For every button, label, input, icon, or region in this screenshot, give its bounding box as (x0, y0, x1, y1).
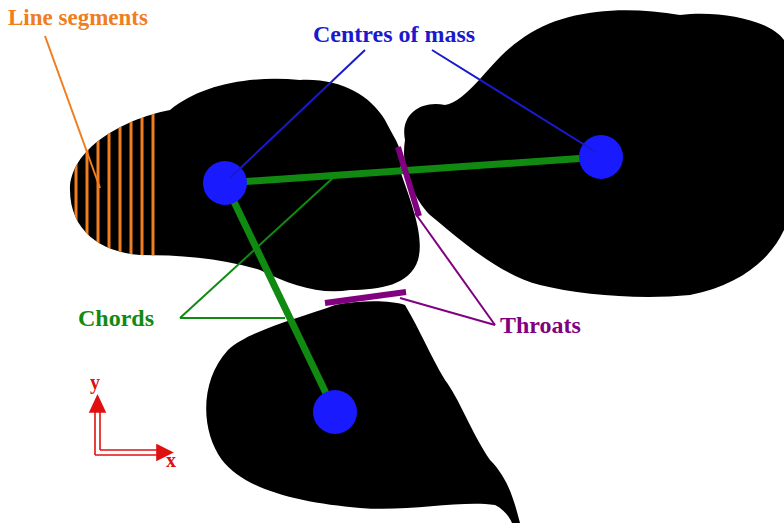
line-segment (141, 60, 144, 300)
centre-of-mass (313, 390, 357, 434)
pore-blob (404, 10, 784, 297)
throat (398, 147, 419, 216)
line-segment (152, 60, 155, 300)
axis-arrows (90, 396, 172, 460)
line-segment (75, 60, 78, 300)
leader-line (180, 176, 335, 318)
chord (225, 183, 335, 412)
throat (325, 292, 406, 303)
leader-line (432, 50, 596, 152)
leader-line (180, 317, 285, 319)
line-segment (119, 60, 122, 300)
callout-label: Throats (500, 313, 581, 337)
centre-of-mass (579, 135, 623, 179)
line-segment (86, 60, 89, 300)
line-segment (130, 60, 133, 300)
axis-label: y (90, 372, 100, 392)
chord (225, 157, 601, 183)
leader-line (400, 298, 495, 325)
callout-label: Chords (78, 306, 154, 330)
leader-line (45, 36, 100, 188)
leader-line (415, 213, 495, 325)
line-segments (76, 60, 153, 300)
leader-line (230, 50, 365, 178)
callout-label: Line segments (8, 6, 148, 29)
pore-blob (206, 301, 520, 523)
callout-label: Centres of mass (313, 22, 475, 46)
line-segment (108, 60, 111, 300)
axis-label: x (166, 450, 176, 470)
